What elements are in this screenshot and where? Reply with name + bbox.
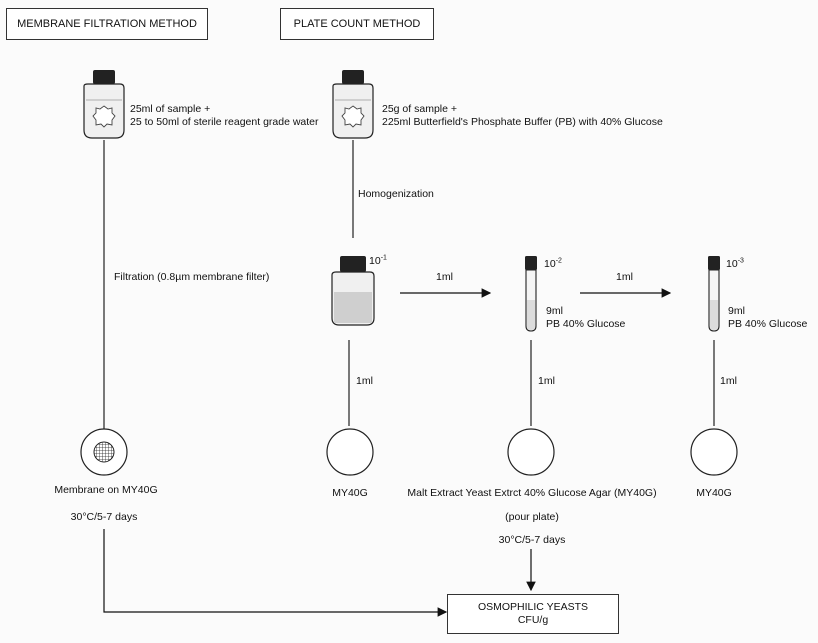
membrane-plate-label: Membrane on MY40G: [54, 484, 158, 496]
dilution-tube-icon: [525, 256, 537, 332]
transfer-label-1: 1ml: [436, 271, 453, 283]
dilution-base: 10: [369, 255, 381, 267]
membrane-incubation-label: 30°C/5-7 days: [70, 511, 138, 523]
plate-sample-line2: 225ml Butterfield's Phosphate Buffer (PB…: [382, 116, 663, 128]
dilution-exponent: -1: [380, 254, 387, 262]
membrane-plate-icon: [80, 428, 128, 476]
tube2-volume: 9ml: [546, 305, 563, 317]
plate-method-header: PLATE COUNT METHOD: [280, 8, 434, 40]
plate-transfer-label-3: 1ml: [720, 375, 737, 387]
plate-sample-jar-icon: [332, 70, 374, 139]
result-box: OSMOPHILIC YEASTS CFU/g: [447, 594, 619, 634]
plate-transfer-label-1: 1ml: [356, 375, 373, 387]
plate1-label: MY40G: [332, 487, 368, 499]
tube2-medium: PB 40% Glucose: [546, 318, 626, 330]
plate-sample-line1: 25g of sample +: [382, 103, 458, 115]
dilution-tube-icon: [708, 256, 720, 332]
membrane-to-result-arrow: [103, 529, 448, 617]
tube3-volume: 9ml: [728, 305, 745, 317]
pour-plate-label: (pour plate): [505, 511, 559, 523]
membrane-sample-jar-icon: [83, 70, 125, 139]
tube2-contents: 9ml PB 40% Glucose: [546, 305, 625, 331]
petri-plate-icon: [690, 428, 738, 476]
dilution-exponent: -3: [737, 257, 744, 265]
plate-incubation-label: 30°C/5-7 days: [498, 534, 566, 546]
dilution-label-3: 10-3: [726, 258, 744, 271]
transfer-label-2: 1ml: [616, 271, 633, 283]
plate2-label: Malt Extract Yeast Extrct 40% Glucose Ag…: [407, 487, 657, 499]
dilution-label-1: 10-1: [369, 255, 387, 268]
membrane-method-header: MEMBRANE FILTRATION METHOD: [6, 8, 208, 40]
tube3-medium: PB 40% Glucose: [728, 318, 808, 330]
dilution-exponent: -2: [555, 257, 562, 265]
tube3-contents: 9ml PB 40% Glucose: [728, 305, 807, 331]
petri-plate-icon: [507, 428, 555, 476]
dilution-base: 10: [726, 258, 738, 270]
result-title: OSMOPHILIC YEASTS: [477, 601, 589, 613]
homogenization-label: Homogenization: [358, 188, 434, 200]
filtration-label: Filtration (0.8µm membrane filter): [114, 271, 270, 283]
dilution-base: 10: [544, 258, 556, 270]
plate-sample-text: 25g of sample + 225ml Butterfield's Phos…: [382, 103, 663, 129]
petri-plate-icon: [326, 428, 374, 476]
plate-transfer-label-2: 1ml: [538, 375, 555, 387]
dilution-bottle-icon: [331, 256, 375, 326]
membrane-sample-line1: 25ml of sample +: [130, 103, 211, 115]
membrane-sample-text: 25ml of sample + 25 to 50ml of sterile r…: [130, 103, 319, 129]
plate3-label: MY40G: [696, 487, 732, 499]
result-unit: CFU/g: [517, 614, 549, 626]
membrane-sample-line2: 25 to 50ml of sterile reagent grade wate…: [130, 116, 319, 128]
dilution-label-2: 10-2: [544, 258, 562, 271]
